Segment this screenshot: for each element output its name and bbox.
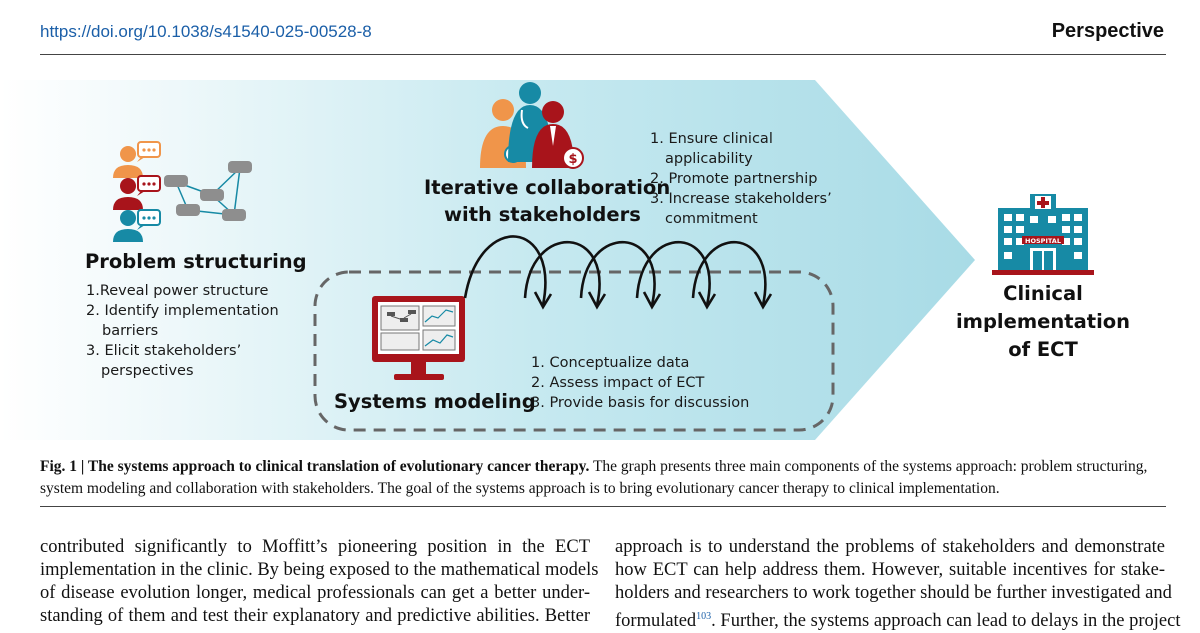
collaboration-title-line1: Iterative collaboration [424, 176, 671, 199]
body-line-with-citation: formulated103. Further, the systems appr… [615, 605, 1181, 633]
citation-link[interactable]: 103 [696, 611, 712, 622]
figure-1: $ [0, 60, 1200, 450]
list-item: applicability [665, 151, 753, 167]
collaboration-title-line2: with stakeholders [444, 203, 641, 226]
list-item: 3. Elicit stakeholders’ [86, 343, 242, 359]
caption-label: Fig. 1 | The systems approach to clinica… [40, 458, 590, 475]
systems-modeling-box [313, 270, 835, 432]
systems-modeling-list: 1. Conceptualize data 2. Assess impact o… [531, 353, 749, 413]
body-line: implementation in the clinic. By being e… [40, 560, 599, 580]
list-item: 1.Reveal power structure [86, 283, 269, 299]
clinical-line-2: implementation [955, 310, 1131, 333]
list-item: 3. Provide basis for discussion [531, 395, 750, 411]
doi-link[interactable]: https://doi.org/10.1038/s41540-025-00528… [40, 22, 372, 41]
clinical-line-3: of ECT [1008, 338, 1078, 361]
list-item: 2. Assess impact of ECT [531, 375, 705, 391]
list-item: barriers [102, 323, 159, 339]
collaboration-list: 1. Ensure clinical applicability 2. Prom… [650, 129, 832, 229]
caption-rule [40, 506, 1166, 507]
list-item: 2. Identify implementation [86, 303, 279, 319]
header-rule [40, 54, 1166, 55]
body-line: holders and researchers to work together… [615, 583, 1172, 603]
body-line: contributed significantly to Moffitt’s p… [40, 537, 590, 557]
body-line: approach is to understand the problems o… [615, 537, 1165, 557]
body-text: formulated [615, 611, 697, 632]
list-item: 1. Ensure clinical [650, 131, 773, 147]
svg-text:$: $ [568, 152, 577, 167]
problem-structuring-title: Problem structuring [85, 250, 307, 273]
problem-structuring-list: 1.Reveal power structure 2. Identify imp… [86, 281, 279, 381]
list-item: 3. Increase stakeholders’ [650, 191, 832, 207]
body-line: of disease evolution longer, medical pro… [40, 583, 590, 603]
figure-caption: Fig. 1 | The systems approach to clinica… [40, 456, 1165, 500]
section-label: Perspective [1051, 20, 1164, 42]
systems-modeling-title: Systems modeling [334, 390, 536, 413]
list-item: commitment [665, 211, 758, 227]
list-item: 2. Promote partnership [650, 171, 818, 187]
iteration-arrows [463, 235, 767, 306]
clinical-line-1: Clinical [1003, 282, 1083, 305]
body-column-right: approach is to understand the problems o… [615, 536, 1181, 633]
body-line: how ECT can help address them. However, … [615, 560, 1165, 580]
figure-graphic: $ [0, 80, 1094, 440]
caption-text: The graph presents three main components… [40, 458, 1148, 497]
list-item: 1. Conceptualize data [531, 355, 690, 371]
body-line: standing of them and test their explanat… [40, 606, 590, 626]
body-column-left: contributed significantly to Moffitt’s p… [40, 536, 599, 628]
stakeholders-icon: $ [480, 82, 584, 169]
computer-monitor-icon [372, 296, 465, 380]
network-icon [164, 161, 252, 221]
hospital-icon: HOSPITAL [992, 194, 1094, 275]
hospital-sign-text: HOSPITAL [1025, 237, 1061, 245]
clinical-implementation-label: Clinical implementation of ECT [950, 280, 1136, 364]
stakeholder-chat-icon [113, 141, 161, 242]
body-text: . Further, the systems approach can lead… [711, 611, 1181, 632]
iteration-arrowheads [533, 291, 773, 310]
list-item: perspectives [101, 363, 194, 379]
